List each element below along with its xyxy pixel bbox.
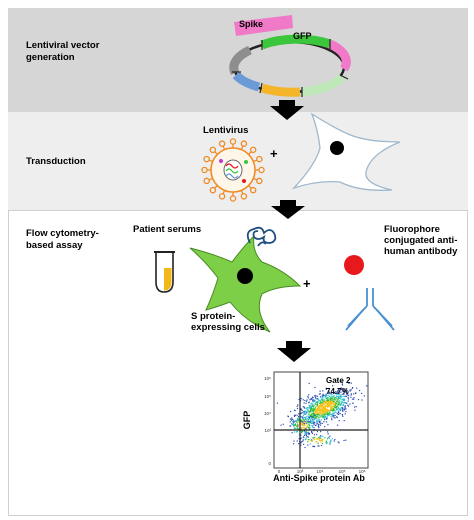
plus-sign-1: + [270,146,278,161]
spike-label: Spike [239,19,263,29]
x-tick-labels: 0 10³ 10⁴ 10⁵ 10⁶ [278,469,366,474]
y-tick-label: 10³ [264,428,271,433]
lentivirus-label: Lentivirus [203,125,248,136]
cell-label: S protein- expressing cells [191,311,265,333]
stage-title-vector-generation: Lentiviral vector generation [26,40,100,63]
gate-percent: 74.7% [326,387,349,396]
plus-sign-2: + [303,276,311,291]
x-axis-label: Anti-Spike protein Ab [273,473,365,483]
plasmid-vector [229,34,351,97]
secondary-antibody [345,288,395,331]
vector-yellow-segment [260,83,301,97]
antibody-label-line-3: human antibody [384,246,458,257]
x-tick-label: 10³ [297,469,304,474]
stage-title-transduction: Transduction [26,156,86,167]
target-cell [291,112,401,191]
x-tick-label: 0 [278,469,281,474]
lentivirus-particle [201,138,265,202]
x-tick-label: 10⁵ [339,469,346,474]
cell-label-line-2: expressing cells [191,322,265,333]
vector-lightgreen-segment [301,73,346,97]
patient-serums-label: Patient serums [133,224,201,235]
down-arrow-2 [271,200,305,219]
serum-antibody-protein [246,226,277,247]
y-tick-label: 0 [268,461,271,466]
gfp-label: GFP [293,31,312,41]
down-arrow-3 [277,341,311,362]
gate-label: Gate 2 [326,376,351,385]
down-arrow-1 [270,100,304,120]
vector-gray-segment [229,45,252,75]
x-tick-label: 10⁴ [317,469,324,474]
antibody-label-line-2: conjugated anti- [384,235,457,246]
antibody-label-line-1: Fluorophore [384,224,440,235]
x-tick-label: 10⁶ [359,469,366,474]
gfp-segment [260,34,332,50]
y-tick-label: 10⁴ [264,411,271,416]
stage-title-flow-assay: Flow cytometry- based assay [26,228,99,251]
spike-insert [234,15,293,36]
fluorophore-dot [344,255,364,275]
vector-blue-segment [232,71,261,92]
y-tick-label: 10⁵ [264,394,271,399]
vector-pink-segment [328,39,351,72]
y-tick-labels: 10⁶ 10⁵ 10⁴ 10³ 0 [264,376,271,466]
antibody-label: Fluorophore conjugated anti- human antib… [384,224,460,257]
s-protein-expressing-cell [189,234,302,333]
flow-events [276,379,368,449]
y-axis-label: GFP [242,411,252,430]
y-tick-label: 10⁶ [264,376,271,381]
serum-tube [154,251,175,293]
cell-label-line-1: S protein- [191,311,235,322]
